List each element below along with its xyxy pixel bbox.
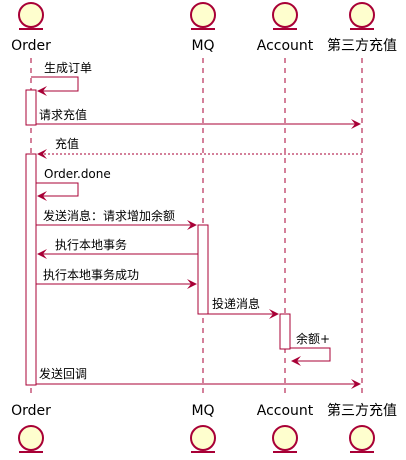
participant-third-party-top: 第三方充值 <box>327 37 397 54</box>
entity-icon-mq-bottom <box>190 425 216 453</box>
message-label-1: 生成订单 <box>44 61 92 75</box>
entity-icon-mq-top <box>190 2 216 30</box>
entity-icon-account-top <box>272 2 298 30</box>
message-label-9: 余额+ <box>296 331 330 346</box>
message-label-2: 请求充值 <box>39 107 87 122</box>
message-label-8: 投递消息 <box>212 296 260 311</box>
participant-mq-top: MQ <box>191 38 214 54</box>
message-label-6: 执行本地事务 <box>55 237 127 252</box>
participant-third-party-bottom: 第三方充值 <box>327 402 397 419</box>
message-label-10: 发送回调 <box>39 366 87 381</box>
activation-mq <box>197 224 209 315</box>
message-arrow-4 <box>36 182 79 201</box>
entity-icon-order-top <box>18 2 44 30</box>
message-label-5: 发送消息：请求增加余额 <box>43 208 175 223</box>
participant-account-top: Account <box>257 38 314 54</box>
message-label-4: Order.done <box>44 167 111 181</box>
participant-account-bottom: Account <box>257 403 314 419</box>
activation-order-2 <box>25 153 37 386</box>
message-label-7: 执行本地事务成功 <box>43 267 139 282</box>
participant-order-bottom: Order <box>11 403 51 419</box>
entity-icon-third-party-top <box>349 2 375 30</box>
activation-order-1 <box>25 89 37 126</box>
entity-icon-account-bottom <box>272 425 298 453</box>
entity-icon-order-bottom <box>18 425 44 453</box>
participant-mq-bottom: MQ <box>191 403 214 419</box>
entity-icon-third-party-bottom <box>349 425 375 453</box>
activation-account <box>279 313 291 350</box>
message-arrow-1 <box>31 76 79 96</box>
message-arrow-9 <box>290 347 331 366</box>
message-label-3: 充值 <box>55 136 79 151</box>
participant-order-top: Order <box>11 38 51 54</box>
